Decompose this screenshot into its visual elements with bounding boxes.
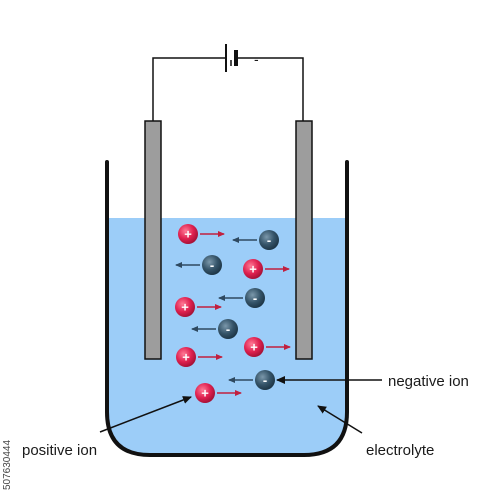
battery-minus-label: - <box>254 51 259 67</box>
negative-ion: - <box>191 319 238 339</box>
negative-ion-ball <box>245 288 265 308</box>
right-electrode <box>295 120 313 360</box>
positive-ion-pointer <box>99 396 192 433</box>
ion-layer: +--+-+-++-+ <box>175 224 291 403</box>
positive-sign: + <box>181 300 189 315</box>
positive-sign: + <box>201 386 209 401</box>
positive-ion-ball <box>178 224 198 244</box>
negative-sign: - <box>267 233 271 248</box>
negative-sign: - <box>253 291 257 306</box>
positive-ion: + <box>244 337 291 357</box>
positive-ion-ball <box>243 259 263 279</box>
positive-ion-ball <box>195 383 215 403</box>
negative-ion-ball <box>202 255 222 275</box>
negative-ion: - <box>218 288 265 308</box>
positive-ion: + <box>178 224 225 244</box>
negative-ion: - <box>232 230 279 250</box>
negative-ion-label: negative ion <box>388 373 469 390</box>
negative-ion-ball <box>255 370 275 390</box>
negative-ion-ball <box>218 319 238 339</box>
positive-ion: + <box>175 297 222 317</box>
positive-ion: + <box>195 383 242 403</box>
left-electrode <box>144 120 162 360</box>
positive-ion: + <box>243 259 290 279</box>
negative-sign: - <box>210 258 214 273</box>
positive-sign: + <box>249 262 257 277</box>
electrolyte-label: electrolyte <box>366 442 434 459</box>
negative-ion-ball <box>259 230 279 250</box>
positive-sign: + <box>182 350 190 365</box>
beaker <box>105 160 349 457</box>
positive-ion-ball <box>244 337 264 357</box>
positive-sign: + <box>184 227 192 242</box>
battery-icon: - <box>225 44 259 72</box>
positive-ion-label: positive ion <box>22 442 97 459</box>
negative-ion: - <box>228 370 275 390</box>
negative-sign: - <box>226 322 230 337</box>
circuit-wire <box>152 57 304 121</box>
positive-ion-ball <box>176 347 196 367</box>
negative-sign: - <box>263 373 267 388</box>
positive-sign: + <box>250 340 258 355</box>
positive-ion: + <box>176 347 223 367</box>
stock-id-text: 507630444 <box>2 440 13 490</box>
positive-ion-ball <box>175 297 195 317</box>
negative-ion: - <box>175 255 222 275</box>
electrolyte-pointer <box>317 405 363 434</box>
